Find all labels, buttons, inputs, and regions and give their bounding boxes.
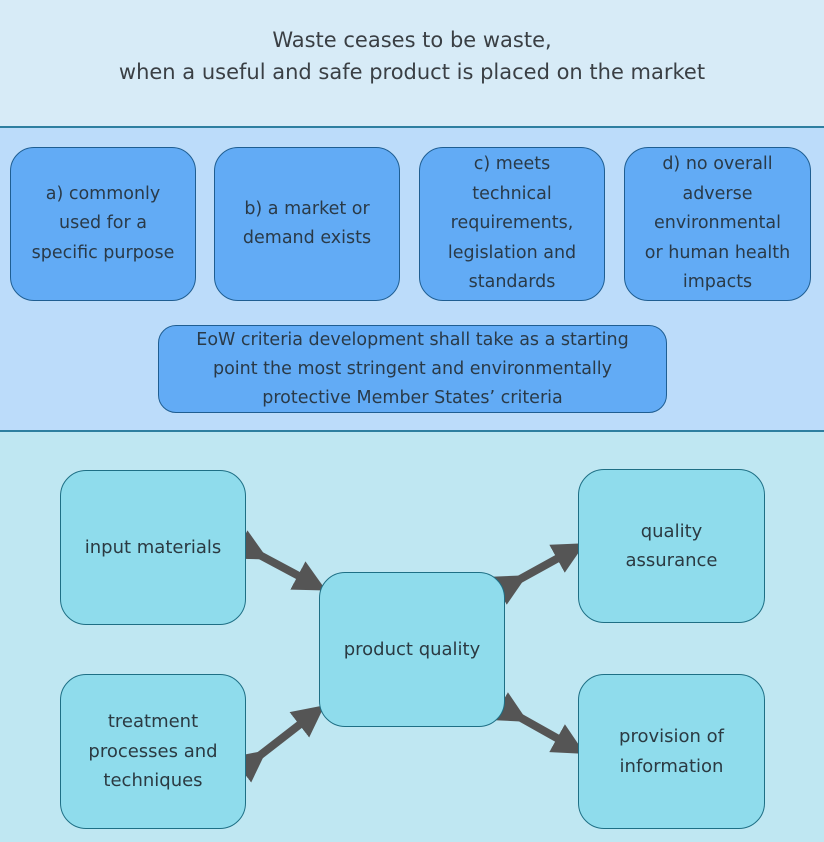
- headline-line-2: when a useful and safe product is placed…: [118, 60, 706, 84]
- criterion-d-line: d) no overall: [662, 154, 773, 175]
- eow-criteria-note: EoW criteria development shall take as a…: [158, 325, 667, 413]
- criterion-technical-requirements: c) meets technical requirements, legisla…: [419, 147, 605, 301]
- criterion-c-line: technical: [472, 183, 552, 204]
- treatment-line: techniques: [103, 770, 203, 792]
- quality-assurance-line: quality: [640, 520, 703, 542]
- criterion-c-line: c) meets: [473, 154, 551, 175]
- product-quality-box: product quality: [319, 572, 505, 727]
- criterion-a-line: used for a: [59, 213, 147, 234]
- criterion-d-line: adverse: [682, 183, 753, 204]
- quality-assurance-box: quality assurance: [578, 469, 765, 623]
- note-line: protective Member States’ criteria: [262, 387, 563, 408]
- treatment-line: processes and: [88, 740, 218, 762]
- provision-line: information: [619, 755, 724, 777]
- product-quality-line: product quality: [343, 638, 481, 660]
- criterion-no-adverse-impacts: d) no overall adverse environmental or h…: [624, 147, 811, 301]
- headline-line-1: Waste ceases to be waste,: [272, 28, 552, 52]
- criterion-d-line: impacts: [682, 272, 753, 293]
- header-band: [0, 0, 824, 128]
- criterion-c-line: standards: [468, 272, 556, 293]
- note-line: point the most stringent and environment…: [212, 358, 612, 379]
- note-line: EoW criteria development shall take as a…: [196, 329, 629, 350]
- criterion-c-line: requirements,: [450, 213, 574, 234]
- provision-of-information-box: provision of information: [578, 674, 765, 829]
- criterion-a-line: specific purpose: [31, 242, 175, 263]
- provision-line: provision of: [619, 726, 724, 747]
- criterion-market-exists: b) a market or demand exists: [214, 147, 400, 301]
- treatment-processes-box: treatment processes and techniques: [60, 674, 246, 829]
- input-materials-line: input materials: [84, 536, 222, 558]
- criterion-d-line: or human health: [644, 242, 791, 263]
- criterion-a-line: a) commonly: [45, 183, 161, 204]
- diagram-headline: Waste ceases to be waste, when a useful …: [0, 24, 824, 88]
- criterion-commonly-used: a) commonly used for a specific purpose: [10, 147, 196, 301]
- criterion-b-line: demand exists: [242, 228, 372, 248]
- criterion-b-line: b) a market or: [244, 198, 370, 219]
- quality-assurance-line: assurance: [625, 550, 718, 571]
- input-materials-box: input materials: [60, 470, 246, 625]
- criterion-c-line: legislation and: [447, 242, 577, 263]
- treatment-line: treatment: [107, 711, 199, 733]
- criterion-d-line: environmental: [653, 213, 782, 234]
